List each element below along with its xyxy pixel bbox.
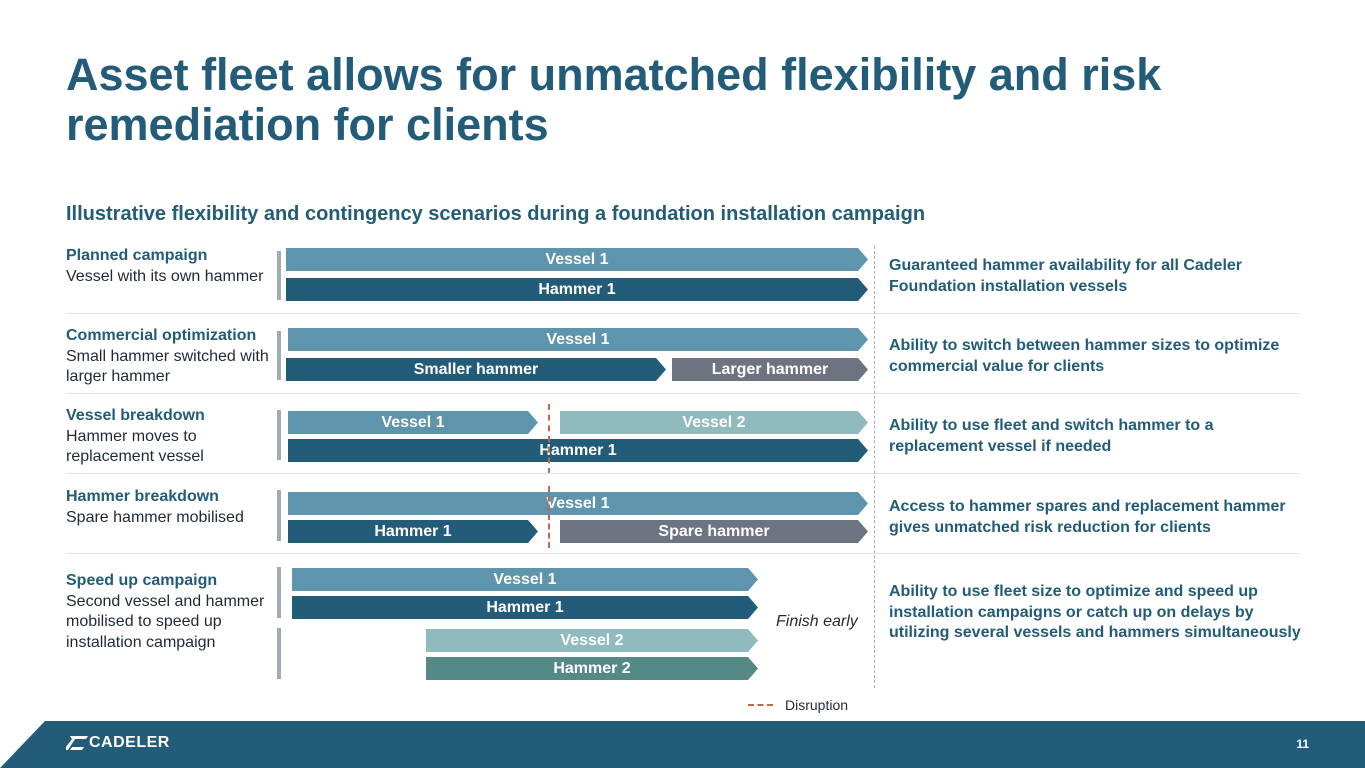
row-description: Ability to switch between hammer sizes t… — [889, 337, 1280, 375]
page-subtitle: Illustrative flexibility and contingency… — [66, 203, 926, 225]
vessel-1-bar: Vessel 1 — [288, 492, 868, 515]
scenario-bracket — [277, 490, 281, 541]
scenario-bracket — [277, 331, 281, 380]
footer-band — [0, 721, 1365, 768]
row-body: Hammer moves to replacement vessel — [66, 427, 204, 466]
row-description: Ability to use fleet size to optimize an… — [889, 583, 1301, 641]
hammer-2-bar: Hammer 2 — [426, 657, 758, 680]
row-body: Small hammer switched with larger hammer — [66, 347, 269, 386]
row-vessel-breakdown: Vessel breakdown Hammer moves to replace… — [66, 406, 281, 468]
row-hammer-breakdown: Hammer breakdown Spare hammer mobilised — [66, 487, 281, 528]
disruption-marker — [548, 404, 550, 474]
cadeler-logo-mark-icon — [66, 736, 88, 750]
legend: Disruption — [748, 697, 848, 713]
row-body: Vessel with its own hammer — [66, 267, 264, 285]
row-divider — [66, 473, 1300, 474]
row-description: Guaranteed hammer availability for all C… — [889, 257, 1243, 295]
row-divider — [66, 393, 1300, 394]
hammer-1-bar: Hammer 1 — [292, 596, 758, 619]
page-title: Asset fleet allows for unmatched flexibi… — [66, 49, 1162, 150]
scenario-bracket — [277, 628, 281, 679]
logo-text: CADELER — [89, 734, 170, 751]
scenario-bracket — [277, 567, 281, 618]
row-body: Second vessel and hammer mobilised to sp… — [66, 592, 265, 651]
disruption-dash-icon — [748, 704, 773, 706]
hammer-1-bar: Hammer 1 — [286, 278, 868, 301]
vessel-1-bar: Vessel 1 — [292, 568, 758, 591]
row-heading: Vessel breakdown — [66, 407, 205, 424]
row-planned-campaign: Planned campaign Vessel with its own ham… — [66, 246, 281, 287]
row-divider — [66, 553, 1300, 554]
row-commercial-optimization: Commercial optimization Small hammer swi… — [66, 326, 281, 388]
row-description: Access to hammer spares and replacement … — [889, 498, 1286, 536]
smaller-hammer-bar: Smaller hammer — [286, 358, 666, 381]
vessel-1-bar: Vessel 1 — [286, 248, 868, 271]
hammer-1-bar: Hammer 1 — [288, 439, 868, 462]
scenario-bracket — [277, 251, 281, 300]
vessel-2-bar: Vessel 2 — [560, 411, 868, 434]
row-heading: Planned campaign — [66, 247, 208, 264]
vessel-1-bar: Vessel 1 — [288, 328, 868, 351]
row-body: Spare hammer mobilised — [66, 508, 244, 526]
row-divider — [66, 313, 1300, 314]
row-speed-up-campaign: Speed up campaign Second vessel and hamm… — [66, 571, 281, 653]
hammer-1-bar: Hammer 1 — [288, 520, 538, 543]
row-description: Ability to use fleet and switch hammer t… — [889, 417, 1214, 455]
finish-early-label: Finish early — [776, 613, 858, 630]
disruption-marker — [548, 486, 550, 548]
spare-hammer-bar: Spare hammer — [560, 520, 868, 543]
row-heading: Commercial optimization — [66, 327, 257, 344]
scenario-bracket — [277, 410, 281, 460]
page-number: 11 — [1296, 737, 1309, 751]
row-heading: Speed up campaign — [66, 572, 218, 589]
cadeler-logo: CADELER — [66, 734, 170, 752]
vessel-2-bar: Vessel 2 — [426, 629, 758, 652]
campaign-end-line — [874, 246, 875, 688]
row-heading: Hammer breakdown — [66, 488, 219, 505]
vessel-1-bar: Vessel 1 — [288, 411, 538, 434]
larger-hammer-bar: Larger hammer — [672, 358, 868, 381]
legend-label: Disruption — [785, 697, 849, 713]
